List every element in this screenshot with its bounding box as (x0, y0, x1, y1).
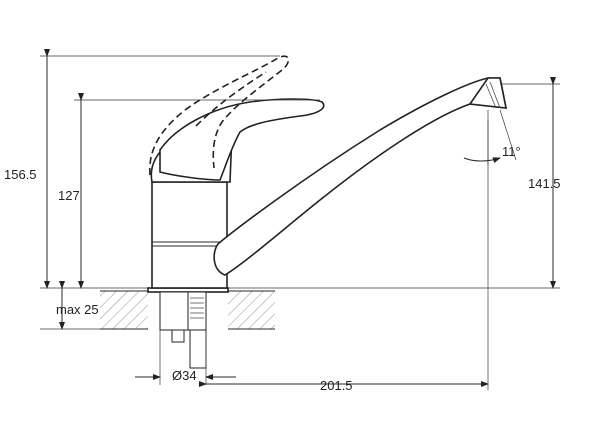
label-max-thickness: max 25 (56, 302, 99, 317)
body-cylinder (151, 181, 228, 289)
label-hole-diameter: Ø34 (172, 368, 197, 383)
label-aerator-angle: 11° (502, 144, 521, 159)
label-body-height: 127 (58, 188, 80, 203)
label-spout-height: 141.5 (528, 176, 561, 191)
countertop-right (228, 291, 275, 329)
mounting-shank (159, 291, 191, 331)
dimension-spout-height (500, 77, 560, 289)
stud (189, 329, 207, 369)
dimension-max-thickness (40, 281, 100, 330)
countertop-left (100, 291, 148, 329)
dimension-hole-diameter (135, 330, 236, 385)
lever-raised-inner (195, 71, 267, 127)
dimension-overall-height (40, 49, 280, 289)
mounting-hardware (147, 287, 229, 369)
lever-handle (159, 98, 325, 181)
countertop (100, 290, 275, 330)
label-spout-reach: 201.5 (320, 378, 353, 393)
dimension-aerator-angle (463, 109, 517, 165)
label-overall-height: 156.5 (4, 167, 37, 182)
hose-connector (171, 329, 185, 343)
spout (213, 77, 507, 276)
dimension-body-height (74, 93, 320, 289)
lever-raised-outline (149, 55, 290, 176)
